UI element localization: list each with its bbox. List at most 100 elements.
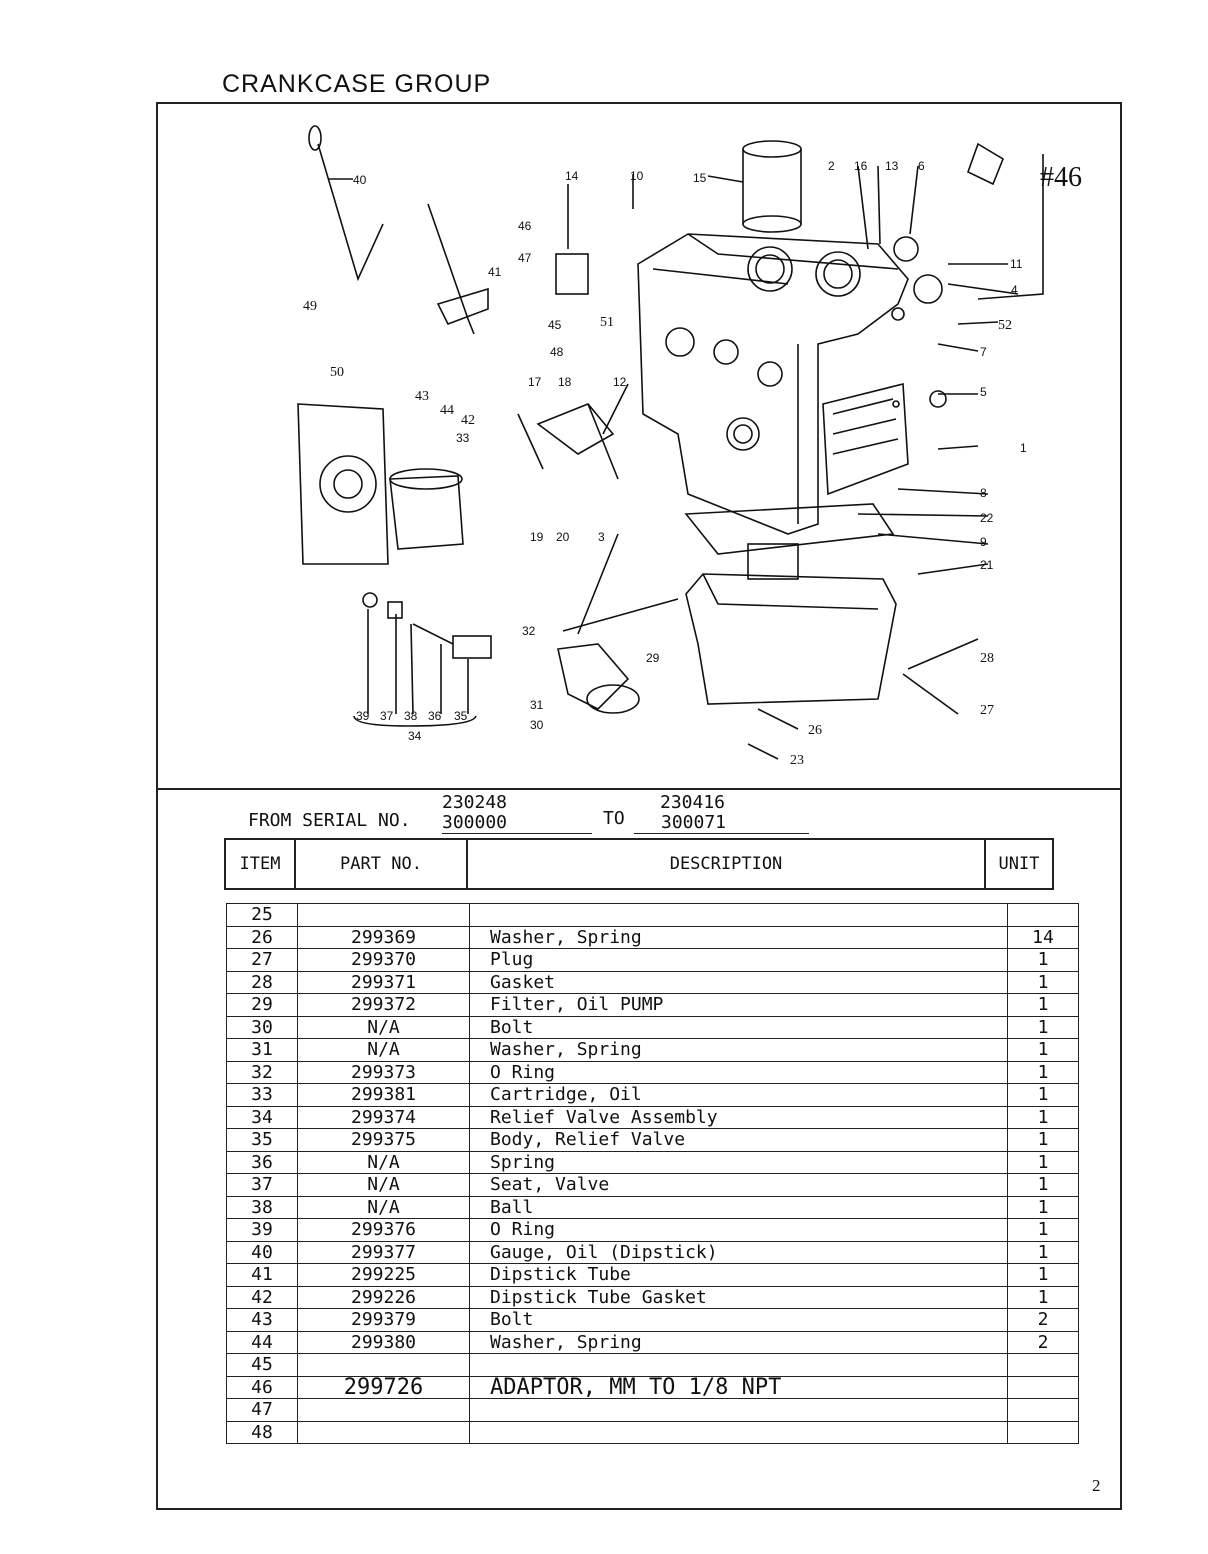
callout-label: 17 [528, 375, 542, 389]
callout-label: 20 [556, 530, 570, 544]
callout-label: 31 [530, 698, 544, 712]
description-cell: Dipstick Tube Gasket [469, 1285, 1008, 1309]
callout-label: 40 [353, 173, 367, 187]
callout-label: 30 [530, 718, 544, 732]
item-cell: 36 [226, 1150, 298, 1174]
part-number-cell: 299373 [297, 1060, 470, 1084]
callout-label: 5 [980, 385, 987, 399]
callout-label: 39 [356, 709, 370, 723]
part-number-cell: 299374 [297, 1105, 470, 1129]
from-serial-label: FROM SERIAL NO. [248, 810, 411, 831]
unit-cell [1007, 1398, 1079, 1422]
description-cell: Relief Valve Assembly [469, 1105, 1008, 1129]
item-cell: 38 [226, 1195, 298, 1219]
callout-label: 22 [980, 511, 994, 525]
callout-label: 7 [980, 345, 987, 359]
page-number: 2 [1092, 1476, 1101, 1495]
item-cell: 44 [226, 1330, 298, 1354]
item-cell: 48 [226, 1420, 298, 1444]
callout-label: 52 [998, 318, 1012, 333]
table-row: 48 [226, 1420, 1079, 1444]
unit-cell: 1 [1007, 1285, 1079, 1309]
to-serial-value-2: 300071 [634, 812, 809, 834]
unit-cell [1007, 1353, 1079, 1377]
callout-label: 1 [1020, 441, 1027, 455]
part-number-cell: N/A [297, 1195, 470, 1219]
callout-label: 49 [303, 299, 317, 314]
callout-label: 43 [415, 389, 429, 404]
unit-cell: 1 [1007, 1263, 1079, 1287]
part-number-cell: 299372 [297, 993, 470, 1017]
callout-label: 46 [518, 219, 532, 233]
callout-label: 47 [518, 251, 532, 265]
description-cell: Washer, Spring [469, 1038, 1008, 1062]
part-number-cell: N/A [297, 1173, 470, 1197]
callout-label: 14 [565, 169, 579, 183]
unit-cell: 2 [1007, 1308, 1079, 1332]
item-cell: 47 [226, 1398, 298, 1422]
part-number-cell [297, 903, 470, 927]
callout-label: 23 [790, 753, 804, 768]
description-cell [469, 1398, 1008, 1422]
part-number-cell: N/A [297, 1038, 470, 1062]
callout-label: 51 [600, 315, 614, 330]
unit-cell: 1 [1007, 1105, 1079, 1129]
table-row: 25 [226, 903, 1079, 927]
from-serial-value-1: 230248 [442, 792, 508, 813]
description-cell [469, 903, 1008, 927]
item-cell: 39 [226, 1218, 298, 1242]
description-cell: Cartridge, Oil [469, 1083, 1008, 1107]
description-cell: Spring [469, 1150, 1008, 1174]
description-cell: Washer, Spring [469, 1330, 1008, 1354]
callout-label: 10 [630, 169, 644, 183]
exploded-parts-diagram: 40 14 10 15 2 16 13 6 46 47 41 11 4 52 4… [297, 125, 1082, 768]
item-cell: 27 [226, 948, 298, 972]
callout-label: 38 [404, 709, 418, 723]
page-frame [156, 102, 1122, 1510]
item-cell: 41 [226, 1263, 298, 1287]
callout-label: 42 [461, 413, 475, 428]
callout-label: 41 [488, 265, 502, 279]
part-number-cell: 299376 [297, 1218, 470, 1242]
item-cell: 30 [226, 1015, 298, 1039]
callout-label: 15 [693, 171, 707, 185]
item-cell: 42 [226, 1285, 298, 1309]
description-cell: O Ring [469, 1060, 1008, 1084]
description-cell: Bolt [469, 1015, 1008, 1039]
description-cell: Gauge, Oil (Dipstick) [469, 1240, 1008, 1264]
part-number-cell: 299380 [297, 1330, 470, 1354]
part-number-cell: 299225 [297, 1263, 470, 1287]
unit-cell: 1 [1007, 1083, 1079, 1107]
unit-cell: 1 [1007, 1128, 1079, 1152]
callout-label: 2 [828, 159, 835, 173]
unit-cell: 1 [1007, 970, 1079, 994]
part-number-cell: 299370 [297, 948, 470, 972]
unit-cell: 2 [1007, 1330, 1079, 1354]
item-cell: 31 [226, 1038, 298, 1062]
column-header-item: ITEM [224, 838, 296, 890]
callout-label: 28 [980, 651, 994, 666]
section-divider [156, 788, 1122, 790]
callout-label: 19 [530, 530, 544, 544]
unit-cell: 1 [1007, 993, 1079, 1017]
from-serial-value-2: 300000 [442, 812, 592, 834]
item-cell: 40 [226, 1240, 298, 1264]
part-number-cell: N/A [297, 1015, 470, 1039]
unit-cell: 1 [1007, 1150, 1079, 1174]
item-cell: 46 [226, 1375, 298, 1399]
item-cell: 45 [226, 1353, 298, 1377]
